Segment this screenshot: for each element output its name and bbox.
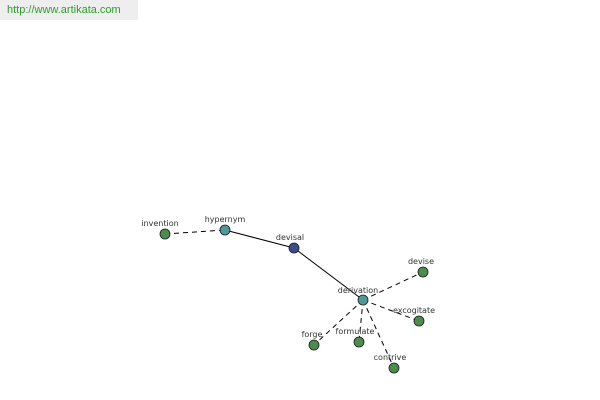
node-circle-invention[interactable] bbox=[159, 228, 171, 240]
node-circle-contrive[interactable] bbox=[388, 362, 400, 374]
node-derivation[interactable]: derivation bbox=[338, 286, 378, 306]
node-label-excogitate: excogitate bbox=[393, 306, 435, 315]
node-devise[interactable]: devise bbox=[408, 257, 434, 278]
source-url-banner[interactable]: http://www.artikata.com bbox=[0, 0, 138, 20]
edge-invention-hypernym bbox=[164, 229, 226, 235]
node-circle-devisal[interactable] bbox=[288, 242, 300, 254]
edge-derivation-excogitate bbox=[362, 299, 420, 322]
node-circle-forge[interactable] bbox=[308, 339, 320, 351]
node-hypernym[interactable]: hypernym bbox=[205, 215, 246, 236]
node-circle-excogitate[interactable] bbox=[413, 315, 425, 327]
node-label-devisal: devisal bbox=[276, 233, 304, 242]
edge-hypernym-devisal bbox=[224, 229, 295, 249]
edge-derivation-contrive bbox=[362, 299, 395, 369]
node-circle-devise[interactable] bbox=[417, 266, 429, 278]
node-contrive[interactable]: contrive bbox=[374, 353, 407, 374]
node-forge[interactable]: forge bbox=[302, 330, 323, 351]
node-label-invention: invention bbox=[141, 219, 178, 228]
node-circle-derivation[interactable] bbox=[357, 294, 369, 306]
edge-derivation-forge bbox=[313, 299, 364, 346]
node-label-derivation: derivation bbox=[338, 286, 378, 295]
node-label-contrive: contrive bbox=[374, 353, 407, 362]
edge-derivation-formulate bbox=[358, 299, 364, 343]
graph-edges bbox=[164, 229, 424, 369]
node-label-hypernym: hypernym bbox=[205, 215, 246, 224]
source-url-link[interactable]: http://www.artikata.com bbox=[7, 4, 121, 16]
node-label-formulate: formulate bbox=[336, 327, 375, 336]
node-label-forge: forge bbox=[302, 330, 323, 339]
node-excogitate[interactable]: excogitate bbox=[393, 306, 435, 327]
node-devisal[interactable]: devisal bbox=[276, 233, 304, 254]
edge-devisal-derivation bbox=[293, 247, 364, 301]
edge-derivation-devise bbox=[362, 271, 424, 301]
node-label-devise: devise bbox=[408, 257, 434, 266]
node-circle-hypernym[interactable] bbox=[219, 224, 231, 236]
node-invention[interactable]: invention bbox=[141, 219, 179, 240]
graph-nodes: invention hypernym devisal derivation devise… bbox=[141, 215, 435, 374]
node-formulate[interactable]: formulate bbox=[336, 327, 375, 348]
node-circle-formulate[interactable] bbox=[353, 336, 365, 348]
